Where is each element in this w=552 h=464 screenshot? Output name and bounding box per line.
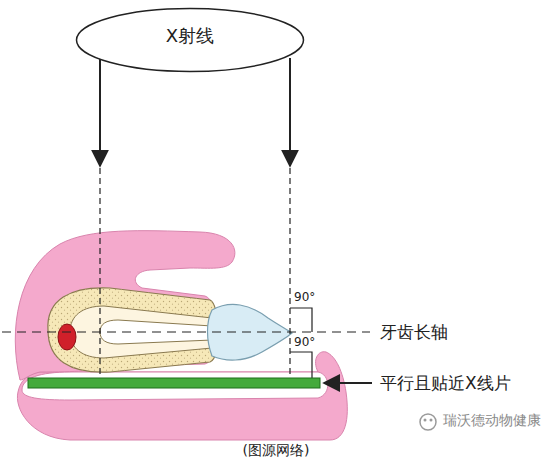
xray-film: [28, 378, 320, 388]
watermark-icon: [430, 419, 433, 422]
ellipse-shape: [77, 9, 304, 72]
upper-jaw: [15, 231, 235, 380]
bone-texture: [48, 288, 218, 372]
node-label: X射线: [166, 24, 214, 48]
film-slot: [22, 372, 328, 400]
right-angle-mark: [290, 352, 312, 378]
long-axis-line: [2, 331, 370, 332]
angle-label: 90°: [292, 335, 317, 349]
tooth-root: [48, 288, 218, 372]
callout-label: 平行且贴近X线片: [378, 372, 513, 395]
caption: (图源网络): [243, 442, 310, 460]
projection-line: [99, 168, 100, 380]
watermark-icon: [420, 414, 436, 430]
callout-label: 牙齿长轴: [378, 321, 450, 344]
xray-arrow: [99, 58, 101, 166]
watermark: 瑞沃德动物健康: [441, 412, 543, 430]
xray-arrow: [289, 58, 291, 166]
right-angle-mark: [290, 308, 312, 332]
apex-lesion: [58, 324, 76, 350]
xray-source-ellipse: X射线: [75, 7, 305, 73]
pointer-arrow: [324, 382, 372, 384]
projection-line: [289, 168, 290, 380]
angle-label: 90°: [292, 290, 317, 304]
watermark-icon: [424, 419, 427, 422]
